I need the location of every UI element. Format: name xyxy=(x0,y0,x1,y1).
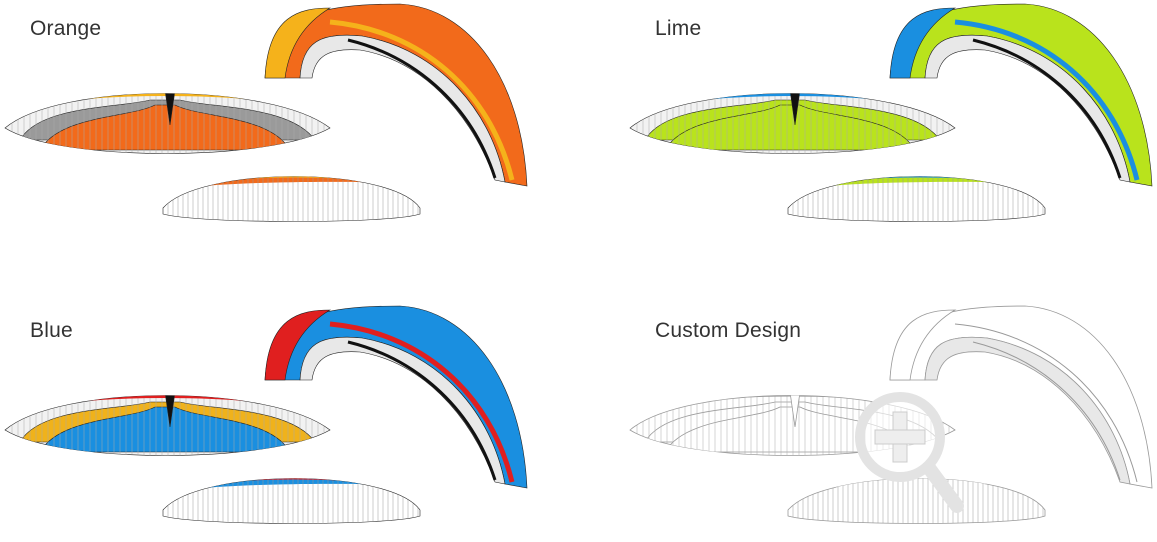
color-option-blue[interactable]: Blue xyxy=(0,302,560,542)
color-option-custom-design[interactable]: Custom Design xyxy=(625,302,1157,542)
side-view xyxy=(889,305,1153,489)
front-view xyxy=(629,93,956,154)
glider-image-blue xyxy=(4,305,528,524)
color-option-label: Blue xyxy=(30,319,73,342)
bottom-view xyxy=(162,176,421,222)
bottom-view xyxy=(787,176,1046,222)
color-option-orange[interactable]: Orange xyxy=(0,0,560,240)
bottom-view xyxy=(787,478,1046,524)
color-option-label: Custom Design xyxy=(655,319,802,342)
front-view xyxy=(629,395,956,456)
front-view xyxy=(4,93,331,154)
color-option-lime[interactable]: Lime xyxy=(625,0,1157,240)
color-option-label: Orange xyxy=(30,17,102,40)
bottom-view xyxy=(162,478,421,524)
side-view xyxy=(889,3,1153,187)
side-view xyxy=(264,305,528,489)
glider-image-lime xyxy=(629,3,1153,222)
color-option-label: Lime xyxy=(655,17,702,40)
zoom-in-icon[interactable] xyxy=(845,382,965,522)
front-view xyxy=(4,395,331,456)
side-view xyxy=(264,3,528,187)
